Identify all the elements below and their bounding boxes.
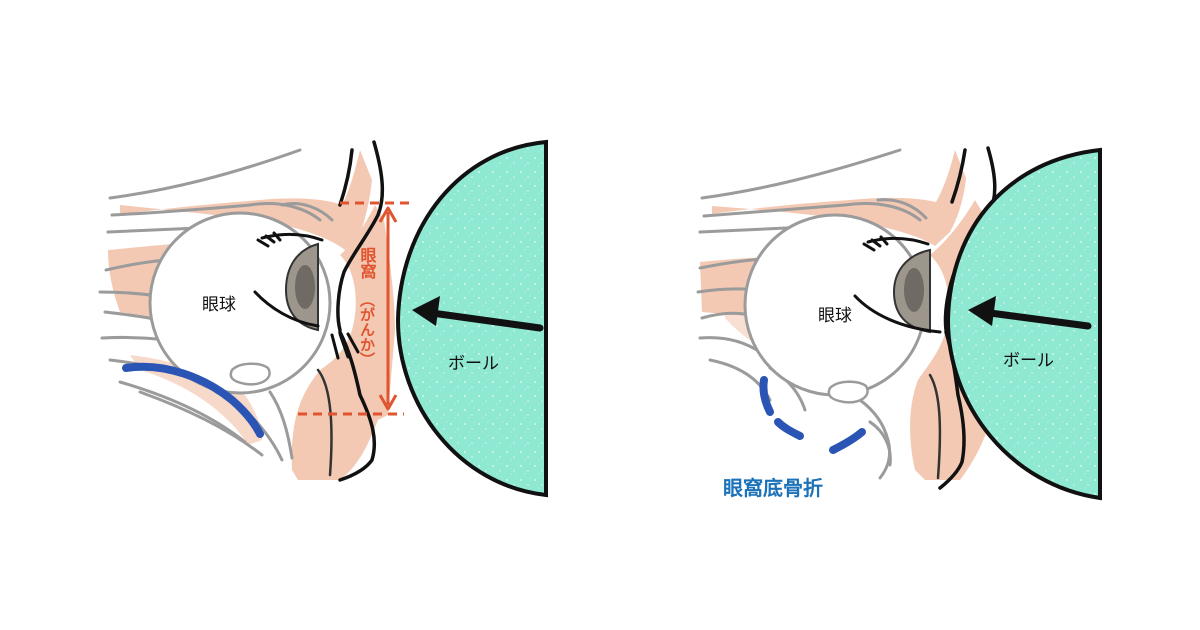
right-ball-label: ボール xyxy=(1003,351,1054,371)
left-impact-arrow xyxy=(412,296,544,332)
left-orbital-floor xyxy=(122,362,264,438)
left-iris xyxy=(284,242,319,332)
fracture-caption: 眼窩底骨折 xyxy=(723,476,823,500)
right-fractured-floor xyxy=(759,376,866,454)
left-ball-label: ボール xyxy=(448,354,499,374)
right-tissue-blob xyxy=(827,380,869,404)
right-tissue-lines xyxy=(696,148,928,480)
left-eyeball-label: 眼球 xyxy=(202,295,236,315)
right-impact-arrow xyxy=(968,296,1092,330)
left-eyeball xyxy=(148,211,332,395)
left-orbit-bone xyxy=(316,140,385,482)
left-orbit-label: 眼窩 xyxy=(358,247,377,280)
right-eyelids xyxy=(853,235,942,334)
left-panel-normal-orbit: 眼窩 （がんか） 眼球 ボール xyxy=(98,139,548,498)
left-eyelids xyxy=(253,231,360,360)
right-ball xyxy=(945,147,1102,501)
left-orbit-measure xyxy=(298,201,410,416)
right-eyeball-label: 眼球 xyxy=(818,306,852,326)
right-iris xyxy=(892,248,931,334)
left-tissue-blob xyxy=(229,362,271,386)
right-panel-orbital-floor-fracture: 眼球 ボール 眼窩底骨折 xyxy=(696,146,1102,501)
left-orbit-reading: （がんか） xyxy=(358,292,376,367)
